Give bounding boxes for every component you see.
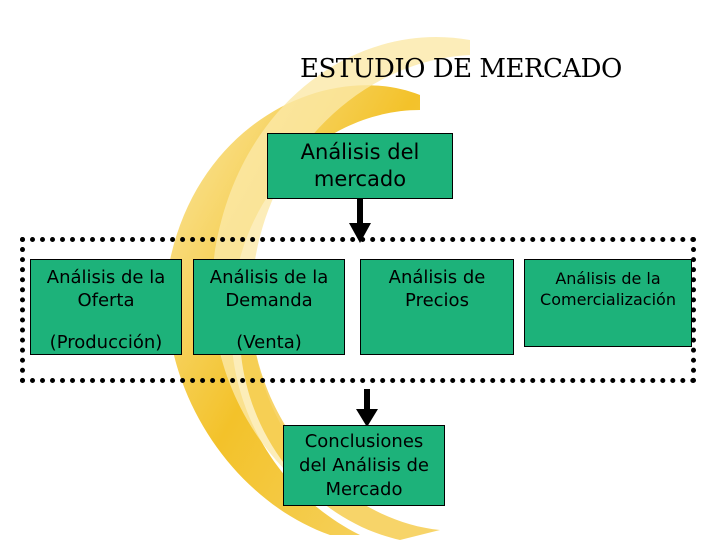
node-label-line: Análisis del bbox=[300, 140, 420, 164]
page-title: ESTUDIO DE MERCADO bbox=[300, 54, 622, 84]
node-label-line: Demanda bbox=[225, 290, 313, 311]
arrow-down-icon bbox=[356, 389, 378, 427]
node-analisis-comercializacion: Análisis de la Comercialización bbox=[524, 259, 692, 347]
node-conclusiones: Conclusiones del Análisis de Mercado bbox=[283, 425, 445, 506]
node-label-line: mercado bbox=[313, 167, 407, 191]
node-label-line: Mercado bbox=[325, 478, 403, 500]
node-analisis-oferta: Análisis de la Oferta (Producción) bbox=[30, 259, 182, 355]
node-label-line: Oferta bbox=[77, 290, 135, 311]
node-label-line: Comercialización bbox=[540, 290, 676, 309]
node-label-line: (Venta) bbox=[236, 332, 302, 353]
node-label-line: Precios bbox=[405, 290, 469, 311]
node-analisis-precios: Análisis de Precios bbox=[360, 259, 514, 355]
node-label-line: Análisis de bbox=[388, 267, 486, 288]
node-label-line: Análisis de la bbox=[46, 267, 166, 288]
arrow-down-icon bbox=[349, 199, 371, 243]
node-label-line: del Análisis de bbox=[299, 454, 429, 476]
node-label-line: Análisis de la bbox=[555, 269, 661, 288]
node-label-line: (Producción) bbox=[49, 332, 163, 353]
node-label-line: Conclusiones bbox=[304, 430, 424, 452]
dotted-group-frame bbox=[20, 237, 696, 383]
node-analisis-demanda: Análisis de la Demanda (Venta) bbox=[193, 259, 345, 355]
node-label-line: Análisis de la bbox=[209, 267, 329, 288]
node-analisis-mercado: Análisis del mercado bbox=[267, 133, 453, 199]
